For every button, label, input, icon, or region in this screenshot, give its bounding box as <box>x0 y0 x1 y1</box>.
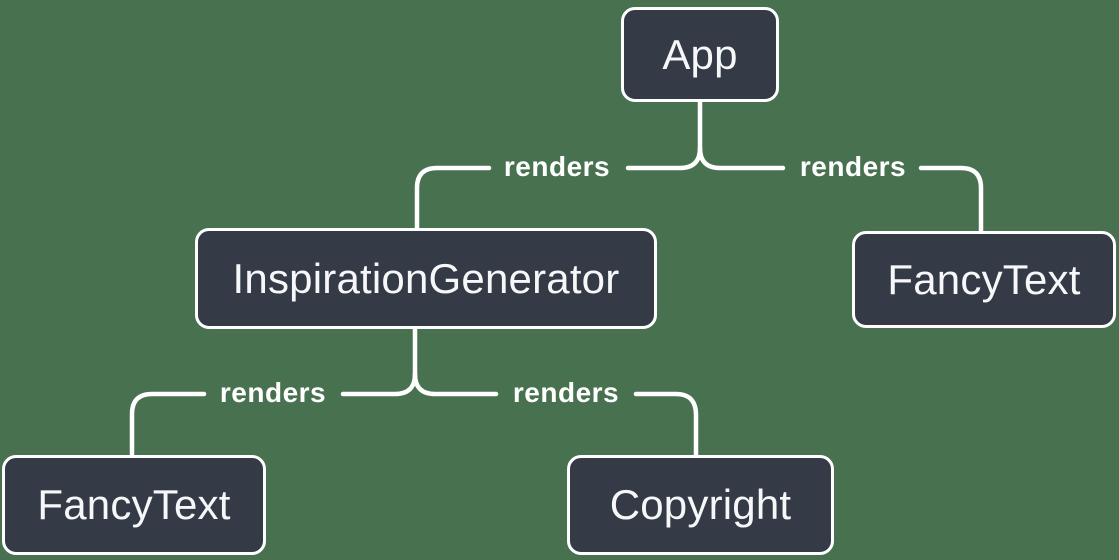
edge-label-app-fancytext: renders <box>799 151 907 182</box>
node-inspiration-generator-label: InspirationGenerator <box>232 254 620 302</box>
node-fancy-text-top-label: FancyText <box>887 255 1081 303</box>
node-inspiration-generator: InspirationGenerator <box>195 228 657 329</box>
node-copyright-label: Copyright <box>609 481 792 528</box>
edge-label-app-inspirationgenerator: renders <box>503 151 611 182</box>
node-fancy-text-bottom-label: FancyText <box>37 481 231 528</box>
edge-app-fancytext-line2 <box>918 165 984 238</box>
node-copyright: Copyright <box>567 455 834 555</box>
edge-inspirationgenerator-copyright-line <box>412 371 499 397</box>
node-app-label: App <box>662 30 738 78</box>
edge-label-inspirationgenerator-copyright: renders <box>512 377 620 408</box>
edge-app-inspirationgenerator-line <box>625 95 703 171</box>
node-fancy-text-top: FancyText <box>852 231 1116 328</box>
edge-app-fancytext-line <box>697 145 786 171</box>
node-app: App <box>621 7 779 102</box>
edge-inspirationgenerator-copyright-line2 <box>633 391 699 462</box>
edge-inspirationgenerator-fancytext-line <box>340 322 418 397</box>
node-fancy-text-bottom: FancyText <box>2 455 266 555</box>
edge-label-inspirationgenerator-fancytext: renders <box>219 377 327 408</box>
edge-app-inspirationgenerator-line2 <box>414 165 492 235</box>
edge-inspirationgenerator-fancytext-line2 <box>129 391 207 462</box>
